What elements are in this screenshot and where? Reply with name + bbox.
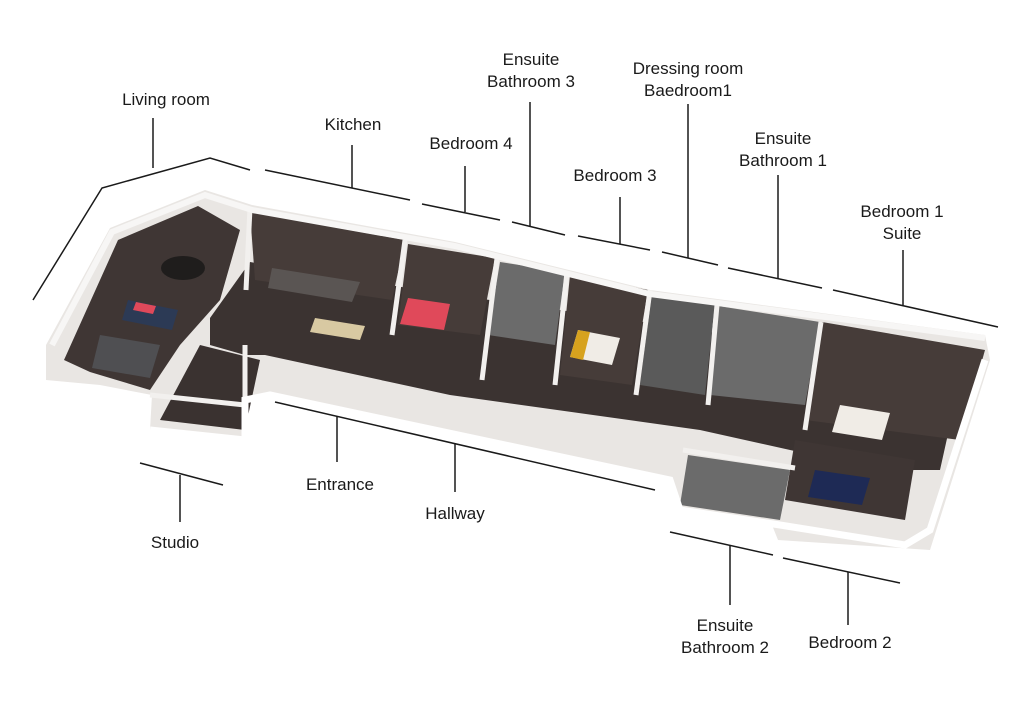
label-bedroom4: Bedroom 4 (411, 133, 531, 155)
label-ensuite2-line2: Bathroom 2 (681, 638, 769, 657)
label-dressing-room: Dressing room Baedroom1 (612, 58, 764, 102)
label-dressing-line2: Baedroom1 (644, 81, 732, 100)
leader-bedroom3-base (577, 235, 651, 251)
label-ensuite2-line1: Ensuite (696, 616, 754, 635)
leader-ensuite3-base (511, 221, 566, 236)
label-ensuite1-line1: Ensuite (754, 129, 812, 148)
label-ensuite2: Ensuite Bathroom 2 (660, 615, 790, 659)
label-bedroom3-text: Bedroom 3 (573, 166, 657, 185)
outer-wall-top (49, 191, 986, 347)
living-room-rug (92, 335, 160, 378)
leader-lines (32, 102, 999, 625)
dressing-room-floor (640, 292, 715, 395)
label-ensuite3: Ensuite Bathroom 3 (466, 49, 596, 93)
leader-living-room (32, 157, 251, 301)
label-hallway-text: Hallway (425, 504, 485, 523)
apartment-floor (46, 190, 990, 550)
label-studio: Studio (130, 532, 220, 554)
kitchen-island (268, 268, 360, 302)
leader-bedroom2-base (782, 557, 901, 584)
leader-dressing-base (661, 251, 719, 266)
label-kitchen: Kitchen (298, 114, 408, 136)
interior-walls (149, 207, 824, 471)
label-dressing-line1: Dressing room (632, 59, 744, 78)
label-bedroom2-text: Bedroom 2 (808, 633, 892, 652)
label-studio-text: Studio (150, 533, 200, 552)
label-hallway: Hallway (405, 503, 505, 525)
bedroom1-bed (832, 405, 890, 440)
label-bedroom1-line2: Suite (882, 224, 922, 243)
label-bedroom2: Bedroom 2 (790, 632, 910, 654)
label-ensuite1-line2: Bathroom 1 (739, 151, 827, 170)
ensuite2-floor (680, 455, 790, 520)
bedroom2-bed (808, 470, 870, 505)
round-dining-table (161, 256, 205, 280)
label-bedroom1-suite: Bedroom 1 Suite (842, 201, 962, 245)
leader-ensuite2-base (669, 531, 774, 556)
label-entrance: Entrance (290, 474, 390, 496)
label-kitchen-text: Kitchen (324, 115, 382, 134)
leader-kitchen-base (264, 169, 411, 201)
bedroom4-bed (400, 298, 450, 330)
leader-studio-base (139, 462, 224, 486)
sofa-cushions (133, 302, 156, 314)
label-ensuite3-line1: Ensuite (502, 50, 560, 69)
leader-bedroom4-base (421, 203, 501, 221)
label-ensuite3-line2: Bathroom 3 (487, 72, 575, 91)
label-living-room: Living room (96, 89, 236, 111)
label-ensuite1: Ensuite Bathroom 1 (718, 128, 848, 172)
studio-floor (160, 345, 260, 430)
leader-bedroom1-base (832, 289, 999, 328)
ensuite1-floor (710, 306, 820, 405)
label-living-room-text: Living room (122, 90, 210, 109)
outer-wall-front (149, 358, 989, 549)
ensuite3-floor (488, 262, 565, 345)
label-bedroom4-text: Bedroom 4 (429, 134, 513, 153)
dining-table (310, 318, 365, 340)
label-bedroom3: Bedroom 3 (555, 165, 675, 187)
label-entrance-text: Entrance (305, 475, 375, 494)
leader-ensuite1-base (727, 267, 823, 289)
leader-hallway-base (274, 401, 656, 491)
label-bedroom1-line1: Bedroom 1 (860, 202, 944, 221)
bedroom3-throw (570, 330, 590, 360)
